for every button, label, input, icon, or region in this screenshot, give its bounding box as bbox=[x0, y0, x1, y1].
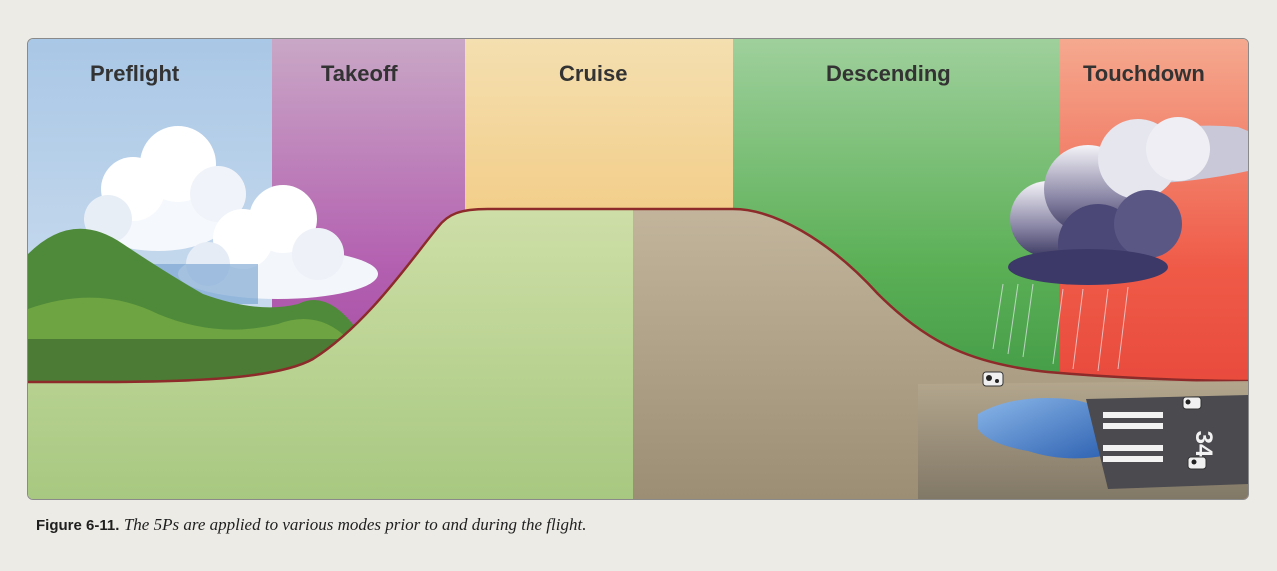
diagram-canvas: 34 bbox=[28, 39, 1248, 499]
phase-label-preflight: Preflight bbox=[90, 61, 180, 86]
phase-label-cruise: Cruise bbox=[559, 61, 628, 86]
flight-phases-diagram: 34 Preflight Takeoff Cruise Descending T… bbox=[27, 38, 1249, 500]
storm-cloud-icon bbox=[1008, 117, 1248, 285]
terrain-left bbox=[28, 209, 633, 499]
phase-label-descending: Descending bbox=[826, 61, 951, 86]
runway-number: 34 bbox=[1190, 431, 1217, 458]
phase-label-touchdown: Touchdown bbox=[1083, 61, 1205, 86]
flight-profile-line bbox=[28, 207, 1248, 384]
caption-label: Figure 6-11. bbox=[36, 517, 120, 534]
phase-label-takeoff: Takeoff bbox=[321, 61, 398, 86]
cow-icon bbox=[1182, 396, 1202, 410]
figure-caption: Figure 6-11. The 5Ps are applied to vari… bbox=[36, 515, 586, 535]
cow-icon bbox=[982, 371, 1004, 387]
runway-icon: 34 bbox=[1086, 395, 1248, 489]
water-puddle bbox=[978, 398, 1119, 459]
rain-icon bbox=[992, 283, 1129, 372]
cow-icon bbox=[1187, 456, 1207, 470]
caption-text: The 5Ps are applied to various modes pri… bbox=[123, 515, 587, 534]
